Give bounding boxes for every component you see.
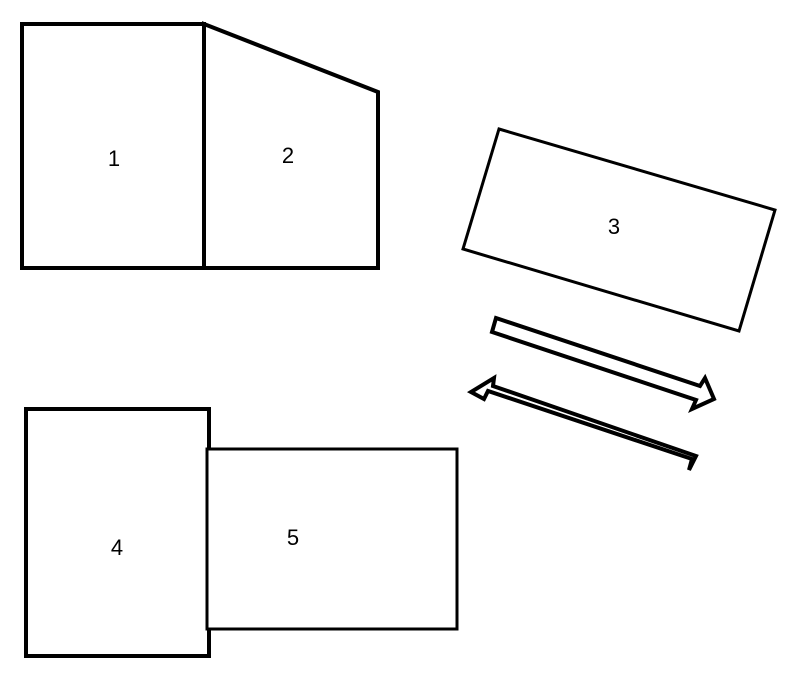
shape-1: 1 xyxy=(20,22,206,270)
arrow-right-icon xyxy=(489,315,717,413)
shape-3-label: 3 xyxy=(608,214,620,239)
shape-5: 5 xyxy=(205,447,459,631)
shape-3: 3 xyxy=(461,127,777,333)
shape-4-label: 4 xyxy=(111,535,123,560)
shape-5-label: 5 xyxy=(287,525,299,550)
shape-2-label: 2 xyxy=(282,143,294,168)
shape-1-label: 1 xyxy=(108,146,120,171)
arrow-left-icon xyxy=(466,374,699,471)
shape-4: 4 xyxy=(24,407,211,658)
shape-2: 2 xyxy=(202,21,380,270)
